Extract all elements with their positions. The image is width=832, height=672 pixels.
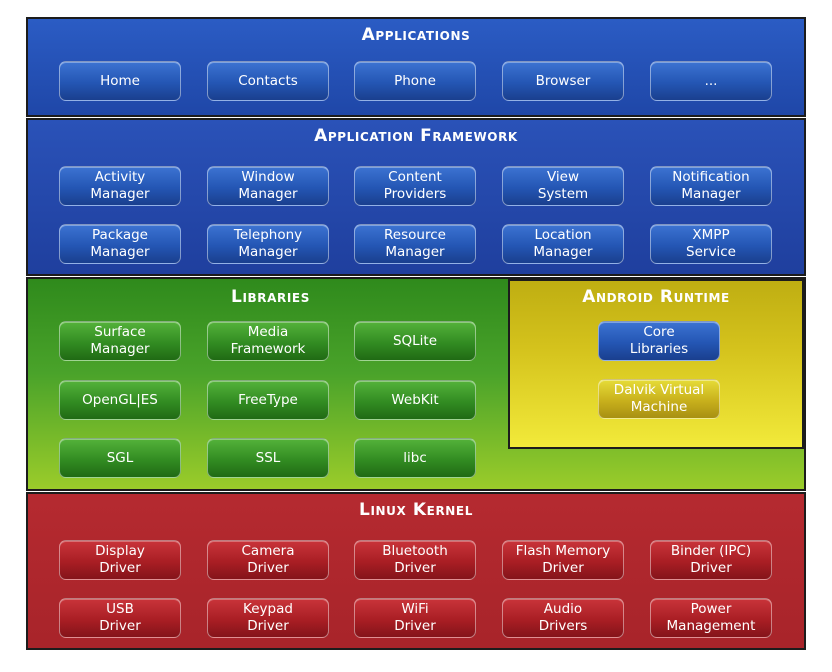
fw-location-manager: Location Manager — [502, 224, 624, 264]
framework-title: Application Framework — [314, 126, 518, 146]
fw-view-system: View System — [502, 166, 624, 206]
applications-title: Applications — [361, 25, 471, 45]
fw-resource-manager: Resource Manager — [354, 224, 476, 264]
lib-freetype: FreeType — [207, 380, 329, 420]
runtime-title: Android Runtime — [582, 287, 730, 307]
kernel-layer: Linux Kernel Display Driver Camera Drive… — [26, 492, 806, 650]
kernel-title: Linux Kernel — [359, 500, 473, 520]
lib-sqlite: SQLite — [354, 321, 476, 361]
fw-content-providers: Content Providers — [354, 166, 476, 206]
kernel-audio-drivers: Audio Drivers — [502, 598, 624, 638]
runtime-core-libraries: Core Libraries — [598, 321, 720, 361]
kernel-bluetooth-driver: Bluetooth Driver — [354, 540, 476, 580]
kernel-power-management: Power Management — [650, 598, 772, 638]
kernel-binder-ipc-driver: Binder (IPC) Driver — [650, 540, 772, 580]
lib-webkit: WebKit — [354, 380, 476, 420]
app-more: ... — [650, 61, 772, 101]
app-contacts: Contacts — [207, 61, 329, 101]
kernel-camera-driver: Camera Driver — [207, 540, 329, 580]
lib-media-framework: Media Framework — [207, 321, 329, 361]
framework-layer: Application Framework Activity Manager W… — [26, 118, 806, 276]
fw-activity-manager: Activity Manager — [59, 166, 181, 206]
runtime-layer: Android Runtime Core Libraries Dalvik Vi… — [508, 279, 804, 449]
lib-ssl: SSL — [207, 438, 329, 478]
kernel-flash-memory-driver: Flash Memory Driver — [502, 540, 624, 580]
kernel-usb-driver: USB Driver — [59, 598, 181, 638]
fw-package-manager: Package Manager — [59, 224, 181, 264]
kernel-wifi-driver: WiFi Driver — [354, 598, 476, 638]
kernel-display-driver: Display Driver — [59, 540, 181, 580]
lib-sgl: SGL — [59, 438, 181, 478]
lib-libc: libc — [354, 438, 476, 478]
kernel-keypad-driver: Keypad Driver — [207, 598, 329, 638]
app-home: Home — [59, 61, 181, 101]
lib-surface-manager: Surface Manager — [59, 321, 181, 361]
libraries-title: Libraries — [231, 287, 310, 307]
fw-xmpp-service: XMPP Service — [650, 224, 772, 264]
runtime-dalvik-vm: Dalvik Virtual Machine — [598, 379, 720, 419]
applications-layer: Applications Home Contacts Phone Browser… — [26, 17, 806, 117]
lib-opengl-es: OpenGL|ES — [59, 380, 181, 420]
fw-window-manager: Window Manager — [207, 166, 329, 206]
app-browser: Browser — [502, 61, 624, 101]
fw-notification-manager: Notification Manager — [650, 166, 772, 206]
fw-telephony-manager: Telephony Manager — [207, 224, 329, 264]
app-phone: Phone — [354, 61, 476, 101]
